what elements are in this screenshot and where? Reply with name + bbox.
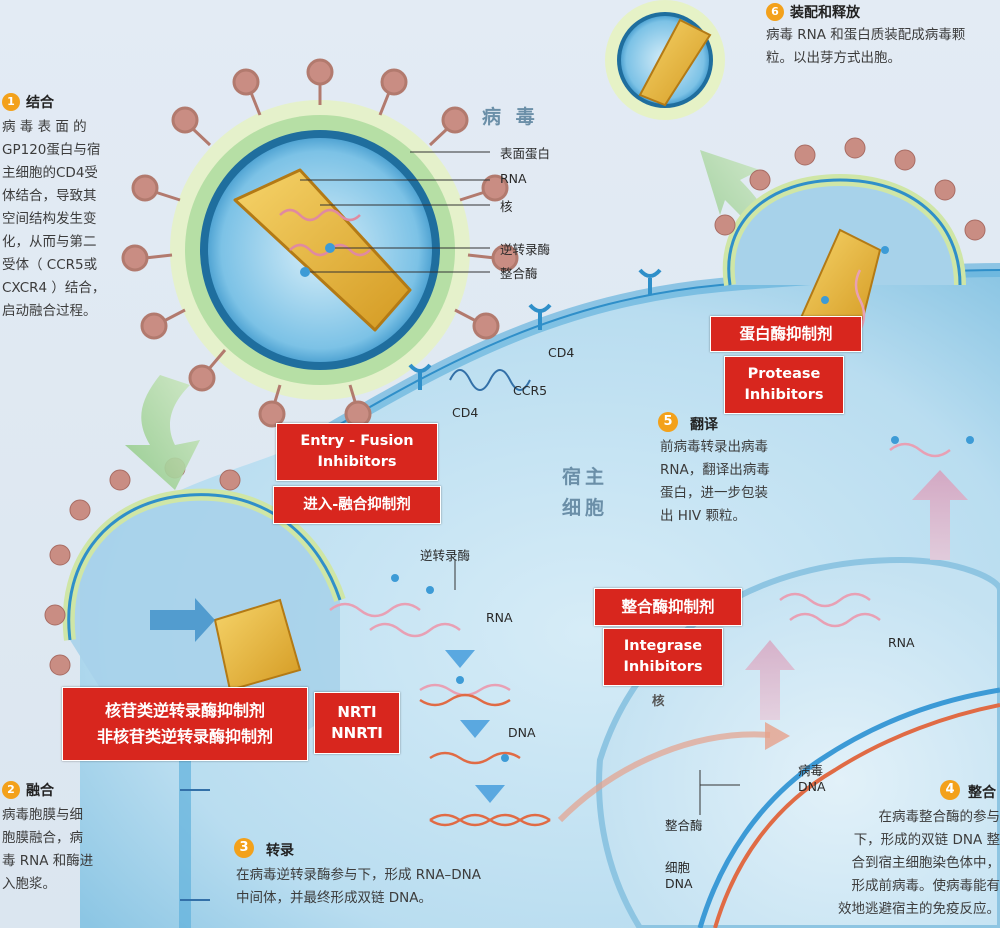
step-translation-title: 翻译 bbox=[690, 417, 718, 433]
viral-dna-label-1: 病毒 bbox=[798, 763, 824, 778]
panel-line: 非核苷类逆转录酶抑制剂 bbox=[96, 727, 273, 746]
step-1-icon: 1 bbox=[2, 93, 20, 111]
viral-dna-label-2: DNA bbox=[798, 779, 826, 794]
nucleus-label: 核 bbox=[500, 199, 513, 214]
step-binding-line: 化，从而与第二 bbox=[2, 234, 97, 250]
step-translation-line: 前病毒转录出病毒 bbox=[660, 439, 768, 455]
integrase-inhibitors-cn: 整合酶抑制剂 bbox=[594, 588, 742, 626]
step-integration-line: 在病毒整合酶的参与 bbox=[878, 809, 1000, 825]
step-binding-line: CXCR4 ）结合， bbox=[2, 280, 106, 296]
step-3-badge: 3 bbox=[234, 838, 254, 858]
step-assembly-line: 病毒 RNA 和蛋白质装配成病毒颗 bbox=[766, 27, 966, 43]
surface-protein-label: 表面蛋白 bbox=[500, 146, 551, 161]
virus-label: 病 毒 bbox=[482, 106, 539, 128]
step-fusion-line: 病毒胞膜与细 bbox=[2, 807, 83, 823]
step-6-icon: 6 bbox=[766, 3, 784, 21]
step-integration-body: 在病毒整合酶的参与 下，形成的双链 DNA 整 合到宿主细胞染色体中， 形成前病… bbox=[800, 806, 1000, 921]
step-5-badge: 5 bbox=[658, 412, 678, 432]
step-fusion-line: 胞膜融合，病 bbox=[2, 830, 83, 846]
step-binding-line: 病 毒 表 面 的 bbox=[2, 119, 87, 135]
entry-fusion-inhibitors-cn: 进入-融合抑制剂 bbox=[273, 486, 441, 524]
reverse-transcriptase-label: 逆转录酶 bbox=[500, 242, 551, 257]
step-assembly: 6 装配和释放 病毒 RNA 和蛋白质装配成病毒颗 粒。以出芽方式出胞。 bbox=[766, 2, 1000, 70]
panel-line: NNRTI bbox=[331, 724, 383, 742]
step-binding-line: 启动融合过程。 bbox=[2, 303, 97, 319]
step-binding-line: 空间结构发生变 bbox=[2, 211, 97, 227]
step-fusion: 2 融合 病毒胞膜与细 胞膜融合，病 毒 RNA 和酶进 入胞浆。 bbox=[2, 780, 122, 896]
step-integration-line: 形成前病毒。使病毒能有 bbox=[851, 878, 1000, 894]
protease-inhibitors-en: Protease Inhibitors bbox=[724, 356, 844, 414]
rt-label-2: 逆转录酶 bbox=[420, 548, 471, 563]
cell-dna-label-2: DNA bbox=[665, 876, 693, 891]
cell-dna-label-1: 细胞 bbox=[665, 860, 691, 875]
step-assembly-title: 装配和释放 bbox=[790, 5, 860, 21]
panel-line: 核苷类逆转录酶抑制剂 bbox=[104, 701, 265, 720]
dna-label: DNA bbox=[508, 725, 536, 740]
integrase-inhibitors-en: Integrase Inhibitors bbox=[603, 628, 723, 686]
rna-label: RNA bbox=[500, 171, 527, 186]
step-integration-line: 效地逃避宿主的免疫反应。 bbox=[838, 901, 1000, 917]
panel-line: Inhibitors bbox=[623, 659, 703, 675]
step-binding-title: 结合 bbox=[26, 95, 54, 111]
step-binding-line: 体结合，导致其 bbox=[2, 188, 97, 204]
step-binding: 1 结合 病 毒 表 面 的 GP120蛋白与宿 主细胞的CD4受 体结合，导致… bbox=[2, 92, 132, 323]
host-cell-label-1: 宿主 bbox=[562, 466, 609, 488]
step-translation-line: RNA，翻译出病毒 bbox=[660, 462, 770, 478]
step-translation-body: 前病毒转录出病毒 RNA，翻译出病毒 蛋白，进一步包装 出 HIV 颗粒。 bbox=[660, 436, 820, 528]
rna-label-3: RNA bbox=[888, 635, 915, 650]
step-fusion-line: 入胞浆。 bbox=[2, 876, 56, 892]
step-translation-line: 出 HIV 颗粒。 bbox=[660, 508, 746, 524]
step-integration-title: 整合 bbox=[968, 785, 996, 801]
step-transcription-title: 转录 bbox=[266, 843, 294, 859]
panel-line: Entry - Fusion bbox=[300, 433, 414, 449]
step-assembly-line: 粒。以出芽方式出胞。 bbox=[766, 50, 901, 66]
entry-fusion-inhibitors-en: Entry - Fusion Inhibitors bbox=[276, 423, 438, 481]
step-binding-line: 主细胞的CD4受 bbox=[2, 165, 98, 181]
step-transcription-body: 在病毒逆转录酶参与下，形成 RNA–DNA 中间体，并最终形成双链 DNA。 bbox=[236, 864, 556, 910]
panel-line: Inhibitors bbox=[317, 454, 397, 470]
integrase-label-2: 整合酶 bbox=[665, 818, 703, 833]
nucleus-side-label: 核 bbox=[652, 693, 665, 708]
step-fusion-line: 毒 RNA 和酶进 bbox=[2, 853, 94, 869]
nrti-cn-panel: 核苷类逆转录酶抑制剂 非核苷类逆转录酶抑制剂 bbox=[62, 687, 308, 761]
step-translation-line: 蛋白，进一步包装 bbox=[660, 485, 768, 501]
step-binding-line: 受体（ CCR5或 bbox=[2, 257, 98, 273]
cd4-label-a: CD4 bbox=[548, 345, 575, 360]
step-transcription-line: 在病毒逆转录酶参与下，形成 RNA–DNA bbox=[236, 867, 481, 883]
protease-inhibitors-cn: 蛋白酶抑制剂 bbox=[710, 316, 862, 352]
integrase-label: 整合酶 bbox=[500, 266, 538, 281]
rna-label-2: RNA bbox=[486, 610, 513, 625]
step-binding-line: GP120蛋白与宿 bbox=[2, 142, 101, 158]
step-2-icon: 2 bbox=[2, 781, 20, 799]
cd4-label-b: CD4 bbox=[452, 405, 479, 420]
step-integration-line: 下，形成的双链 DNA 整 bbox=[853, 832, 1000, 848]
step-transcription-line: 中间体，并最终形成双链 DNA。 bbox=[236, 890, 433, 906]
step-fusion-title: 融合 bbox=[26, 783, 54, 799]
step-integration-line: 合到宿主细胞染色体中， bbox=[851, 855, 1000, 871]
panel-line: Protease bbox=[747, 366, 821, 382]
host-cell-label-2: 细胞 bbox=[562, 497, 609, 519]
panel-line: Integrase bbox=[623, 638, 703, 654]
step-4-badge: 4 bbox=[940, 780, 960, 800]
nrti-en-panel: NRTI NNRTI bbox=[314, 692, 400, 754]
ccr5-label: CCR5 bbox=[513, 383, 548, 398]
panel-line: NRTI bbox=[337, 703, 377, 721]
panel-line: Inhibitors bbox=[744, 387, 824, 403]
